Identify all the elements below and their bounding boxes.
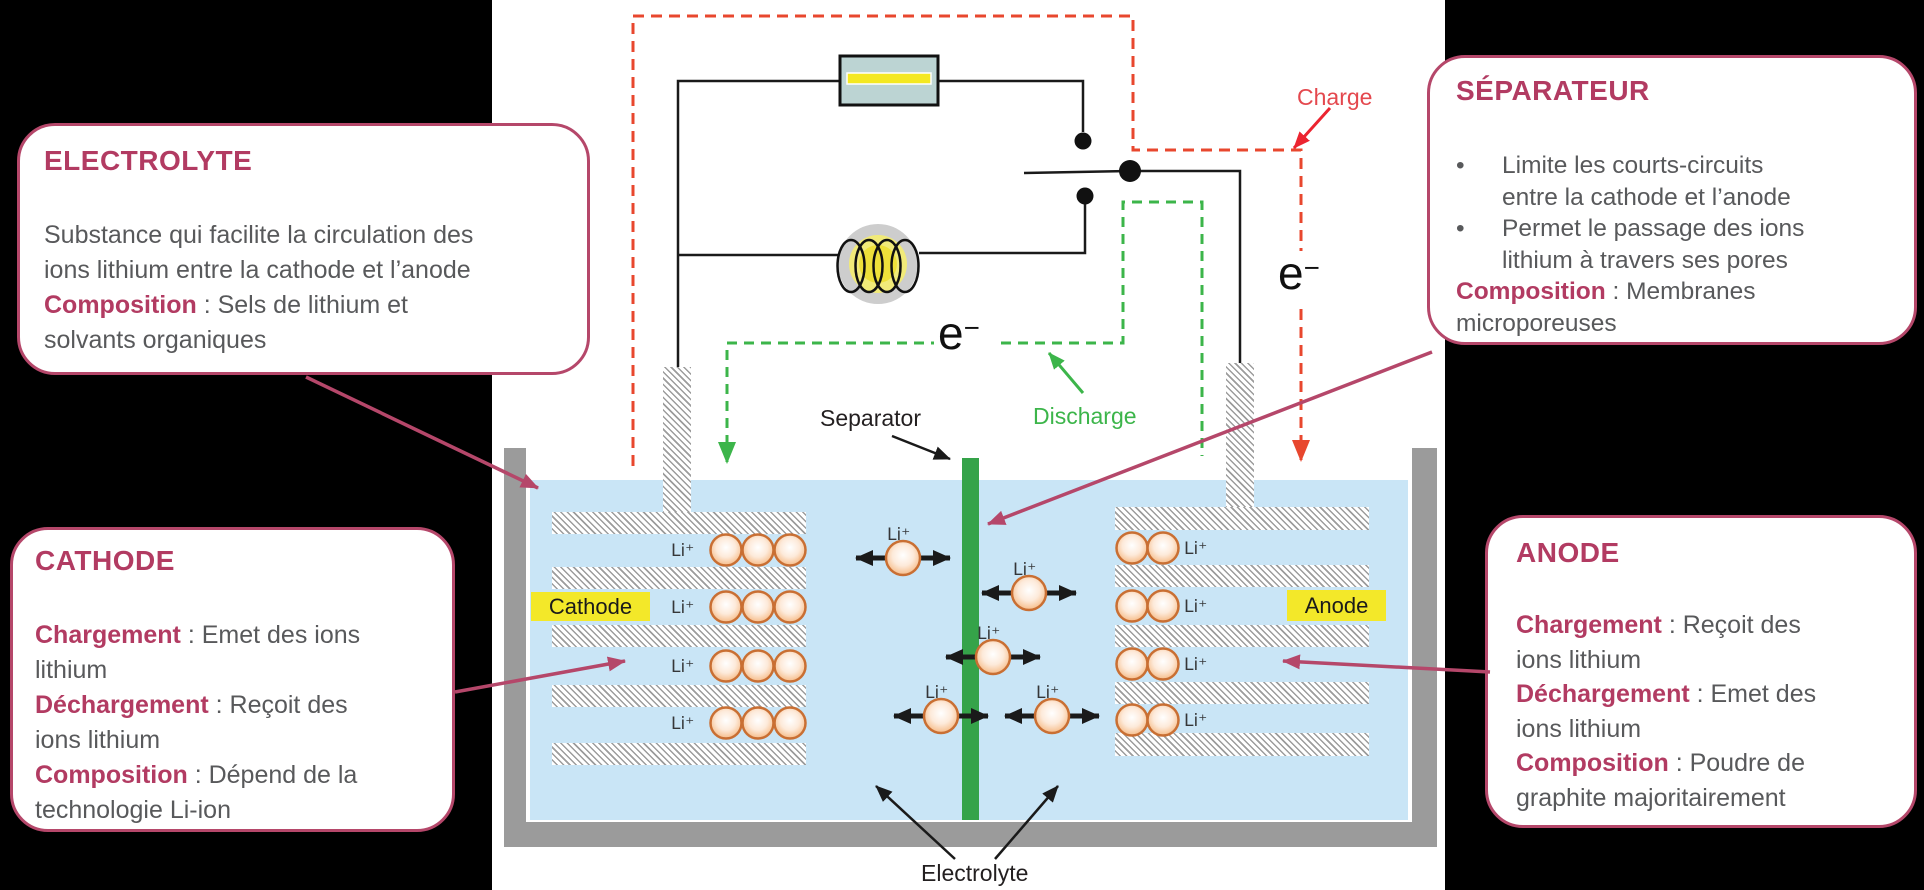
separator-membrane: [962, 458, 979, 820]
anode-callout-body: Chargement : Reçoit des ions lithium Déc…: [1516, 608, 1886, 815]
tank-wall-right: [1412, 448, 1437, 847]
anode-plate: [1115, 625, 1369, 647]
cathode-tag-label: Cathode: [548, 593, 633, 619]
callout-text-line: ions lithium: [35, 726, 161, 754]
callout-text-line: microporeuses: [1456, 309, 1617, 337]
callout-text-line: Composition : Membranes: [1456, 278, 1756, 305]
electrolyte-callout: ELECTROLYTE Substance qui facilite la ci…: [17, 123, 590, 375]
cathode-plate: [552, 567, 806, 589]
anode-plate: [1115, 733, 1369, 756]
cathode-plate: [552, 625, 806, 647]
callout-text-line: Chargement : Reçoit des: [1516, 611, 1801, 639]
electron-e: e: [1278, 247, 1304, 299]
callout-text-line: solvants organiques: [44, 326, 267, 354]
callout-text-line: Déchargement : Reçoit des: [35, 691, 348, 719]
callout-text-line: lithium: [35, 656, 108, 684]
callout-text-line: Composition : Dépend de la: [35, 761, 358, 789]
discharge-label: Discharge: [1033, 403, 1137, 429]
tank-wall-bottom: [504, 822, 1437, 847]
separateur-callout-body: •Limite les courts-circuits entre la cat…: [1456, 150, 1888, 339]
electrolyte-callout-title: ELECTROLYTE: [44, 145, 253, 176]
cathode-plate: [552, 743, 806, 765]
anode-callout-title: ANODE: [1516, 537, 1620, 568]
callout-text-line: Chargement : Emet des ions: [35, 621, 361, 649]
callout-bullet-line: lithium à travers ses pores: [1502, 246, 1788, 274]
electron-label-discharge: e−: [938, 310, 980, 356]
callout-text-line: graphite majoritairement: [1516, 783, 1786, 812]
anode-callout: ANODE Chargement : Reçoit des ions lithi…: [1485, 515, 1917, 828]
cathode-callout-body: Chargement : Emet des ions lithium Décha…: [35, 618, 430, 828]
callout-text-line: ions lithium: [1516, 714, 1642, 743]
callout-text-line: ions lithium entre la cathode et l’anode: [44, 256, 471, 284]
charge-label: Charge: [1297, 84, 1373, 110]
anode-plate: [1115, 682, 1369, 704]
callout-bullet-line: •Limite les courts-circuits: [1456, 152, 1764, 179]
callout-text-line: Déchargement : Emet des: [1516, 680, 1817, 708]
electron-minus: −: [1303, 251, 1320, 283]
cathode-tag: Cathode: [531, 592, 650, 621]
callout-text-line: ions lithium: [1516, 645, 1642, 674]
anode-plate: [1115, 565, 1369, 587]
tank-wall-left: [504, 448, 526, 847]
callout-text-line: Substance qui facilite la circulation de…: [44, 221, 474, 249]
callout-text-line: technologie Li-ion: [35, 796, 231, 824]
callout-text-line: Composition : Poudre de: [1516, 749, 1805, 777]
separateur-callout: SÉPARATEUR •Limite les courts-circuits e…: [1427, 55, 1917, 345]
cathode-callout-title: CATHODE: [35, 545, 175, 576]
separateur-callout-title: SÉPARATEUR: [1456, 75, 1650, 106]
cathode-plate: [552, 685, 806, 707]
cathode-plate: [552, 512, 806, 534]
electron-minus: −: [963, 311, 980, 343]
separator-label: Separator: [820, 405, 922, 431]
anode-plate: [1115, 507, 1369, 530]
callout-text-line: Composition : Sels de lithium et: [44, 291, 408, 319]
callout-bullet-line: •Permet le passage des ions: [1456, 215, 1805, 242]
anode-stem: [1226, 363, 1254, 512]
cathode-stem: [663, 367, 691, 517]
electrolyte-callout-body: Substance qui facilite la circulation de…: [44, 218, 563, 358]
cathode-callout: CATHODE Chargement : Emet des ions lithi…: [10, 527, 455, 832]
anode-tag: Anode: [1287, 590, 1386, 621]
electrolyte-label: Electrolyte: [921, 860, 1029, 886]
electron-label-charge: e−: [1278, 250, 1320, 296]
electron-e: e: [938, 307, 964, 359]
callout-bullet-line: entre la cathode et l’anode: [1502, 183, 1791, 211]
anode-tag-label: Anode: [1304, 592, 1369, 618]
